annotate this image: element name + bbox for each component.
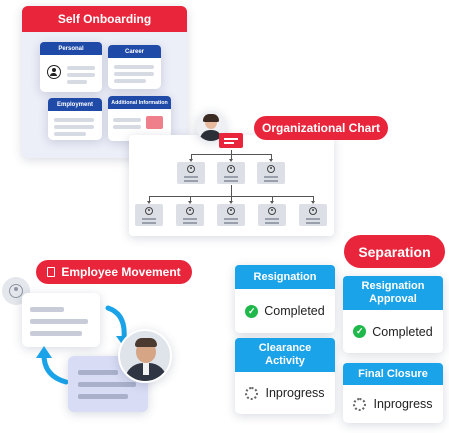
org-node xyxy=(258,204,286,226)
user-icon xyxy=(47,65,61,79)
org-node xyxy=(177,162,205,184)
onboarding-title: Self Onboarding xyxy=(57,12,152,26)
clearance-activity-header: Clearance Activity xyxy=(235,338,335,372)
separation-title: Separation xyxy=(358,243,431,260)
resignation-label: Resignation xyxy=(253,270,317,283)
movement-target-card xyxy=(68,356,148,412)
employee-movement-badge: Employee Movement xyxy=(36,260,192,284)
clearance-activity-status-text: Inprogress xyxy=(265,386,325,400)
org-chart-panel xyxy=(129,135,334,236)
org-node xyxy=(135,204,163,226)
employment-card-label: Employment xyxy=(56,101,93,108)
resignation-approval-status: ✓ Completed xyxy=(343,310,443,353)
arrowhead xyxy=(36,346,52,358)
final-closure-step[interactable]: Final Closure Inprogress xyxy=(343,363,443,423)
career-card-header: Career xyxy=(108,45,161,58)
arrow-right-icon xyxy=(105,305,127,341)
org-node xyxy=(217,204,245,226)
document-icon xyxy=(146,116,163,129)
org-node xyxy=(257,162,285,184)
additional-info-card-header: Additional Information xyxy=(108,96,171,109)
id-card-icon xyxy=(219,133,243,148)
org-chart-badge: Organizational Chart xyxy=(254,116,388,140)
spinner-icon xyxy=(353,397,367,411)
personal-card-header: Personal xyxy=(40,42,102,55)
clearance-activity-step[interactable]: Clearance Activity Inprogress xyxy=(235,338,335,414)
resignation-status-text: Completed xyxy=(264,304,325,318)
career-card-label: Career xyxy=(124,48,144,55)
movement-source-card xyxy=(22,293,100,347)
final-closure-status: Inprogress xyxy=(343,385,443,423)
personal-card-label: Personal xyxy=(58,45,84,52)
employment-card[interactable]: Employment xyxy=(48,98,102,140)
resignation-header: Resignation xyxy=(235,265,335,289)
document-icon xyxy=(47,267,56,277)
final-closure-status-text: Inprogress xyxy=(373,397,433,411)
resignation-approval-label: Resignation Approval xyxy=(361,280,425,305)
org-node xyxy=(299,204,327,226)
resignation-status: ✓ Completed xyxy=(235,289,335,333)
org-node xyxy=(217,162,245,184)
org-chart-title: Organizational Chart xyxy=(261,121,380,135)
clearance-activity-label: Clearance Activity xyxy=(258,342,312,367)
spinner-icon xyxy=(245,386,259,400)
check-icon: ✓ xyxy=(353,325,367,338)
clearance-activity-status: Inprogress xyxy=(235,372,335,414)
employment-card-header: Employment xyxy=(48,98,102,111)
separation-badge: Separation xyxy=(344,235,445,268)
employee-avatar xyxy=(118,329,172,383)
resignation-approval-status-text: Completed xyxy=(372,324,433,339)
resignation-step[interactable]: Resignation ✓ Completed xyxy=(235,265,335,333)
career-card[interactable]: Career xyxy=(108,45,161,89)
onboarding-header: Self Onboarding xyxy=(22,6,187,32)
onboarding-panel: Self Onboarding Personal Career Employme… xyxy=(22,6,187,158)
additional-info-card[interactable]: Additional Information xyxy=(108,96,171,141)
employee-movement-title: Employee Movement xyxy=(61,265,181,279)
final-closure-header: Final Closure xyxy=(343,363,443,385)
check-icon: ✓ xyxy=(245,304,259,318)
org-node xyxy=(176,204,204,226)
resignation-approval-step[interactable]: Resignation Approval ✓ Completed xyxy=(343,276,443,353)
resignation-approval-header: Resignation Approval xyxy=(343,276,443,310)
personal-card[interactable]: Personal xyxy=(40,42,102,92)
final-closure-label: Final Closure xyxy=(358,367,428,380)
additional-info-card-label: Additional Information xyxy=(111,99,168,106)
arrow-left-icon xyxy=(41,352,69,385)
movement-arrows xyxy=(36,305,131,385)
